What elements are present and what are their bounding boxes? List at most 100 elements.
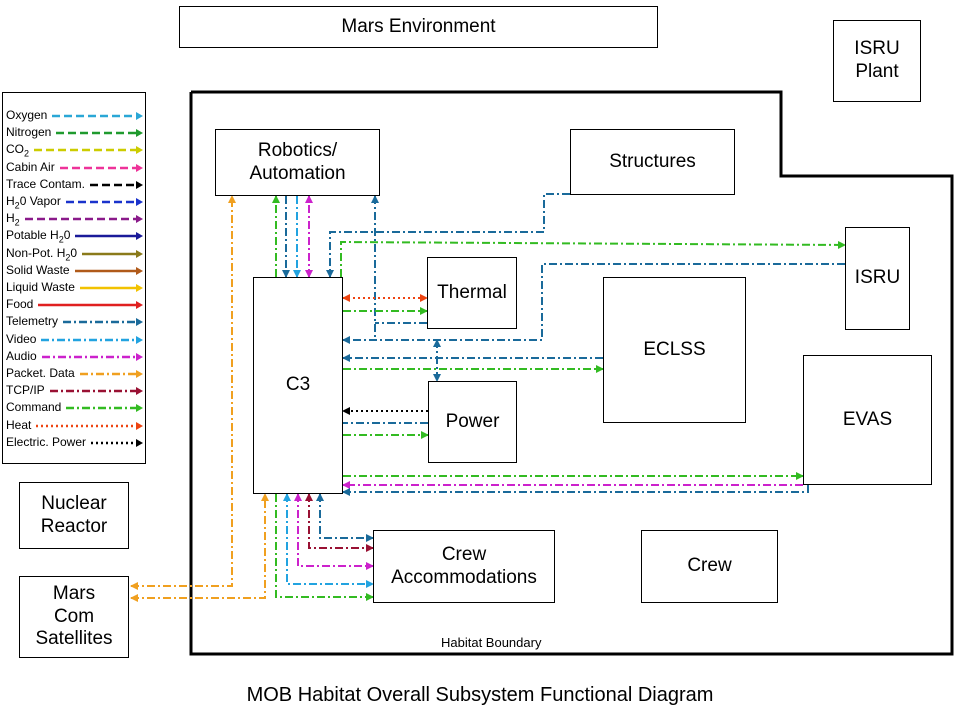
isru-box: ISRU xyxy=(845,227,910,330)
legend-label-text: Video xyxy=(6,331,37,346)
legend-arrow-icon xyxy=(136,438,143,447)
legend-line-sample xyxy=(82,249,143,258)
legend-arrow-icon xyxy=(136,387,143,396)
legend-line-sample xyxy=(41,335,143,344)
legend-line-sample xyxy=(50,387,143,396)
legend-label-text: Food xyxy=(6,297,34,312)
legend-arrow-icon xyxy=(136,163,143,172)
legend-label-text: Non-Pot. H xyxy=(6,245,66,260)
isru-plant-line2: Plant xyxy=(855,61,899,82)
legend-line-sample xyxy=(80,370,143,378)
legend-line-sample xyxy=(75,232,143,241)
legend-line-sample xyxy=(52,112,143,120)
legend-arrow-icon xyxy=(136,112,143,120)
line-c3-crew-telemetry xyxy=(316,493,374,542)
satellites-line3: Satellites xyxy=(35,628,113,650)
legend-label: H2 xyxy=(6,210,20,231)
legend-item: Telemetry xyxy=(5,313,145,330)
legend-label-suffix: 0 Vapor xyxy=(19,194,61,208)
mars-com-satellites-box: Mars Com Satellites xyxy=(19,576,129,658)
legend-line-sample xyxy=(42,352,143,361)
legend-label-text: H xyxy=(6,211,15,226)
legend-label-suffix: 0 xyxy=(70,245,78,260)
legend-label: Food xyxy=(6,296,33,313)
legend-line-sample xyxy=(66,198,143,206)
legend-arrow-icon xyxy=(136,129,143,138)
legend-item: Potable H20 xyxy=(5,227,145,245)
legend-item: TCP/IP xyxy=(5,382,145,399)
legend-label: Oxygen xyxy=(6,107,47,124)
legend-arrow-icon xyxy=(136,352,143,361)
c3-box: C3 xyxy=(253,277,343,494)
legend-label: TCP/IP xyxy=(6,382,45,399)
isru-plant-line1: ISRU xyxy=(854,38,900,60)
evas-label: EVAS xyxy=(842,408,893,430)
legend-arrow-icon xyxy=(136,146,143,155)
line-evas-c3-telemetry xyxy=(342,485,809,496)
legend-label-text: Electric. Power xyxy=(6,434,87,449)
legend-label: Cabin Air xyxy=(6,159,55,176)
mars-environment-title: Mars Environment xyxy=(341,15,496,37)
legend-item: Oxygen xyxy=(5,107,145,124)
legend-line-sample xyxy=(66,404,143,413)
power-box: Power xyxy=(428,381,517,463)
legend-label-text: Heat xyxy=(6,417,32,432)
legend-label-text: Potable H xyxy=(6,228,59,243)
legend-arrow-icon xyxy=(136,421,143,430)
legend-label-subscript: 2 xyxy=(65,251,71,262)
legend-line-sample xyxy=(80,284,143,292)
habitat-boundary xyxy=(189,90,954,656)
legend-label: Command xyxy=(6,399,61,416)
legend-label-text: Nitrogen xyxy=(6,125,52,140)
legend-label-text: Cabin Air xyxy=(6,159,55,174)
evas-box: EVAS xyxy=(803,355,932,485)
legend-label: Heat xyxy=(6,417,31,434)
crew-box: Crew xyxy=(641,530,778,603)
legend-item: Command xyxy=(5,399,145,416)
isru-label: ISRU xyxy=(854,267,901,289)
legend-label: Non-Pot. H20 xyxy=(6,245,77,266)
legend-arrow-icon xyxy=(136,215,143,224)
legend-label: CO2 xyxy=(6,141,29,162)
legend-arrow-icon xyxy=(136,266,143,275)
satellites-line1: Mars xyxy=(52,582,96,604)
legend-label-text: Solid Waste xyxy=(6,262,70,277)
legend-label-suffix: 0 xyxy=(63,228,71,243)
legend-arrow-icon xyxy=(136,370,143,378)
mars-environment-box: Mars Environment xyxy=(179,6,658,48)
legend-label-subscript: 2 xyxy=(58,234,64,245)
legend-label-text: Packet. Data xyxy=(6,366,75,380)
legend-line-sample xyxy=(56,129,143,138)
legend-arrow-icon xyxy=(136,284,143,292)
line-isru-c3-telemetry xyxy=(342,263,845,344)
legend-label: Potable H20 xyxy=(6,227,70,248)
line-structures-telemetry xyxy=(326,193,570,278)
isru-plant-box: ISRU Plant xyxy=(833,20,921,102)
legend-label-text: H xyxy=(6,194,15,208)
legend-arrow-icon xyxy=(136,335,143,344)
legend-label: Audio xyxy=(6,348,37,365)
legend-item: Cabin Air xyxy=(5,159,145,176)
legend-label: Trace Contam. xyxy=(6,176,85,193)
thermal-label: Thermal xyxy=(437,281,507,303)
legend-label-text: Audio xyxy=(6,348,37,363)
line-c3-crew-command xyxy=(275,494,374,601)
nuclear-reactor-line1: Nuclear xyxy=(41,492,107,514)
legend-arrow-icon xyxy=(136,318,143,327)
legend-label: Electric. Power xyxy=(6,434,86,451)
legend-item: Heat xyxy=(5,417,145,434)
legend-line-sample xyxy=(63,318,143,327)
legend-label: Solid Waste xyxy=(6,262,70,279)
legend-line-sample xyxy=(25,215,143,224)
structures-box: Structures xyxy=(570,129,735,195)
structures-label: Structures xyxy=(609,150,696,172)
habitat-boundary-label: Habitat Boundary xyxy=(441,635,542,650)
legend-label-subscript: 2 xyxy=(14,200,20,211)
legend-line-sample xyxy=(34,146,143,155)
eclss-label: ECLSS xyxy=(643,338,706,360)
robotics-line1: Robotics/ xyxy=(257,139,338,161)
legend-label: Packet. Data xyxy=(6,365,75,382)
legend-line-sample xyxy=(90,180,143,189)
